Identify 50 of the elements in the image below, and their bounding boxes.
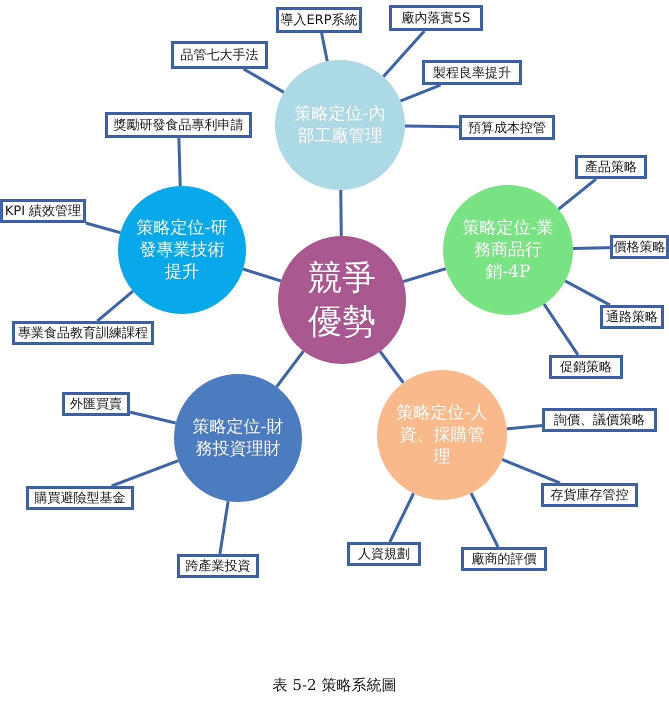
circle-label: 策略定位-內部工廠管理 (294, 102, 386, 148)
connector-line (558, 178, 598, 210)
connector-line (130, 410, 176, 425)
item-box: 存貨庫存管控 (541, 483, 638, 507)
circle-label: 策略定位-財務投資理財 (192, 416, 284, 460)
item-box: 專業食品教育訓練課程 (12, 321, 154, 345)
connector-line (542, 303, 580, 356)
item-box: 製程良率提升 (422, 60, 522, 85)
item-box: 促銷策略 (549, 355, 623, 379)
item-box: KPI 績效管理 (0, 199, 86, 223)
connector-line (502, 458, 561, 484)
connector-line (96, 290, 134, 322)
item-box: 產品策略 (575, 155, 647, 179)
connector-line (85, 222, 121, 234)
connector-line (506, 424, 542, 430)
item-box: 廠商的評價 (461, 547, 547, 571)
connector-line (382, 30, 426, 78)
caption: 表 5-2 策略系統圖 (272, 676, 396, 694)
item-box: 人資規劃 (347, 542, 421, 566)
item-box: 購買避險型基金 (26, 486, 134, 510)
item-box: 廠內落實5S (389, 5, 483, 31)
connector-line (400, 84, 442, 102)
connector-line (242, 68, 285, 94)
connector-line (572, 246, 610, 250)
center-label: 競爭優勢 (307, 256, 377, 344)
connector-line (111, 459, 179, 488)
connector-line (275, 350, 305, 388)
connector-line (242, 268, 282, 282)
item-box: 通路策略 (600, 305, 664, 329)
connector-line (564, 280, 610, 306)
item-box: 詢價、議價策略 (542, 408, 657, 432)
item-box: 導入ERP系統 (276, 7, 362, 33)
connector-line (388, 492, 415, 543)
connector-line (339, 190, 343, 236)
connector-line (378, 350, 405, 384)
item-box: 跨產業投資 (177, 554, 259, 578)
connector-line (218, 501, 230, 554)
connector-line (470, 492, 500, 548)
circle-label: 策略定位-研發專業技術提升 (136, 216, 228, 284)
item-box: 品管七大手法 (171, 41, 268, 69)
item-box: 外匯買賣 (62, 392, 130, 416)
item-box: 價格策略 (610, 235, 669, 259)
item-box: 獎勵研發食品專利申請 (105, 112, 252, 138)
connector-line (320, 32, 329, 62)
item-box: 預算成本控管 (459, 115, 555, 140)
connector-line (404, 124, 460, 128)
connector-line (402, 267, 446, 283)
circle-label: 策略定位-人資、採購管理 (396, 402, 488, 468)
connector-line (177, 138, 182, 186)
circle-label: 策略定位-業務商品行銷-4P (462, 216, 554, 284)
